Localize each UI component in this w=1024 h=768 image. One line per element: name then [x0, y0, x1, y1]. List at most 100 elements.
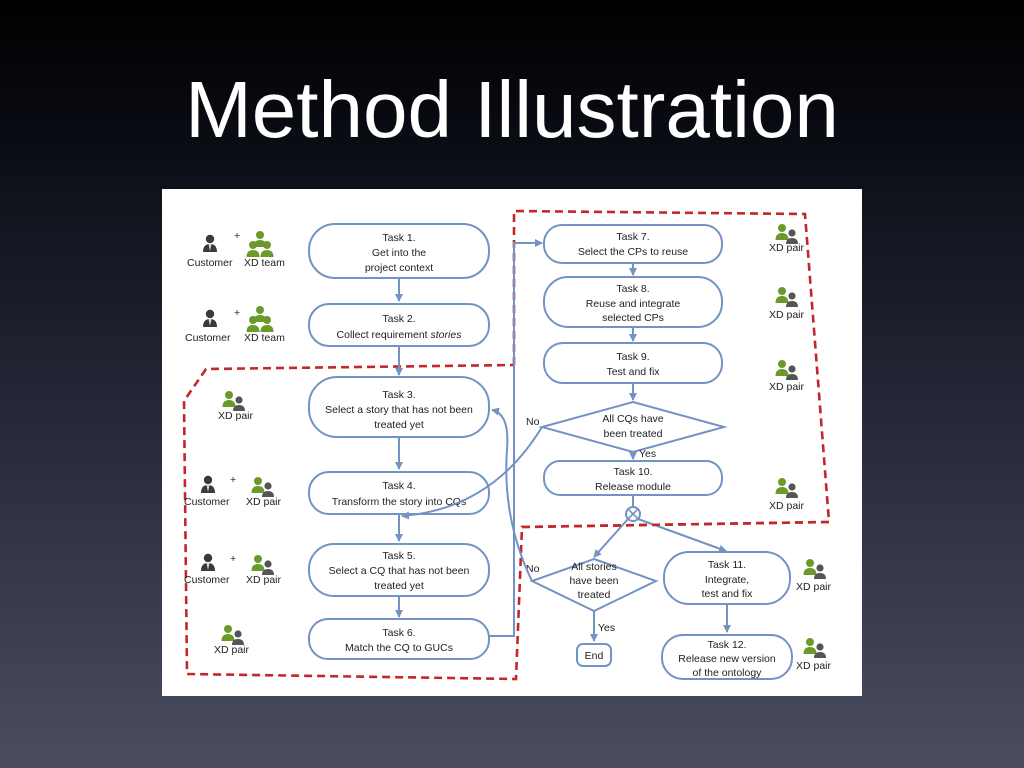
svg-text:End: End — [585, 650, 604, 662]
actor-group-task-10: XD pair — [769, 478, 805, 512]
actor-group-task-9: XD pair — [769, 360, 805, 393]
xd-pair-icon — [775, 287, 798, 307]
actor-group-task-3: XD pair — [218, 391, 254, 422]
label-no-stories: No — [526, 563, 540, 575]
svg-text:XD pair: XD pair — [769, 309, 805, 321]
svg-text:Select a CQ that has not been: Select a CQ that has not been — [329, 565, 470, 577]
svg-text:Customer: Customer — [184, 574, 230, 586]
svg-text:Task 6.: Task 6. — [382, 627, 415, 639]
svg-text:All stories: All stories — [571, 561, 617, 573]
svg-text:Collect requirement stories: Collect requirement stories — [337, 329, 463, 341]
task-6[interactable]: Task 6. Match the CQ to GUCs — [308, 618, 490, 660]
actor-group-task-6: XD pair — [214, 625, 250, 656]
actor-group-task-7: XD pair — [769, 224, 805, 254]
merge-node — [625, 506, 641, 522]
svg-text:XD pair: XD pair — [769, 381, 805, 393]
svg-text:Release new version: Release new version — [678, 653, 776, 665]
task-5[interactable]: Task 5. Select a CQ that has not been tr… — [308, 543, 490, 597]
arrow-merge-d2 — [593, 518, 629, 558]
svg-text:Task 4.: Task 4. — [382, 480, 415, 492]
svg-text:+: + — [230, 474, 236, 486]
task-11[interactable]: Task 11. Integrate, test and fix — [663, 551, 791, 605]
svg-text:Task 12.: Task 12. — [707, 639, 746, 651]
svg-text:have been: have been — [569, 575, 618, 587]
xd-pair-icon — [251, 477, 274, 497]
xd-pair-icon — [775, 360, 798, 380]
svg-text:been treated: been treated — [604, 428, 663, 440]
iteration-boundary-upper — [182, 209, 831, 681]
svg-text:Test and fix: Test and fix — [606, 366, 660, 378]
arrow-d2-no-to-3 — [491, 407, 533, 582]
task-4[interactable]: Task 4. Transform the story into CQs — [308, 471, 490, 515]
svg-text:XD team: XD team — [244, 257, 285, 269]
svg-text:Customer: Customer — [184, 496, 230, 508]
actor-group-task-11: XD pair — [796, 559, 832, 593]
task-9[interactable]: Task 9. Test and fix — [543, 342, 723, 384]
svg-text:All CQs have: All CQs have — [602, 413, 663, 425]
svg-text:XD pair: XD pair — [214, 644, 250, 656]
svg-text:Task 8.: Task 8. — [616, 283, 649, 295]
svg-text:project context: project context — [365, 262, 433, 274]
svg-text:treated: treated — [578, 589, 611, 601]
customer-icon — [203, 309, 217, 327]
svg-text:XD pair: XD pair — [769, 500, 805, 512]
svg-text:Task 9.: Task 9. — [616, 351, 649, 363]
slide-title: Method Illustration — [185, 65, 839, 154]
task-3[interactable]: Task 3. Select a story that has not been… — [308, 376, 490, 438]
xd-pair-icon — [803, 638, 826, 658]
svg-text:XD pair: XD pair — [796, 660, 832, 672]
svg-text:+: + — [234, 230, 240, 242]
xd-team-icon — [246, 306, 274, 332]
svg-text:XD pair: XD pair — [218, 410, 254, 422]
svg-text:Select the CPs to reuse: Select the CPs to reuse — [578, 246, 688, 258]
task-2[interactable]: Task 2. Collect requirement stories — [308, 303, 490, 347]
xd-pair-icon — [251, 555, 274, 575]
svg-text:Task 7.: Task 7. — [616, 231, 649, 243]
actor-group-task-2: + Customer XD team — [185, 306, 285, 344]
xd-pair-icon — [222, 391, 245, 411]
iteration-boundary-lower — [521, 520, 830, 529]
svg-text:treated yet: treated yet — [374, 580, 424, 592]
arrow-d1-no-to-5 — [401, 426, 543, 520]
task-12[interactable]: Task 12. Release new version of the onto… — [661, 634, 793, 680]
svg-text:XD pair: XD pair — [246, 496, 282, 508]
svg-text:XD pair: XD pair — [796, 581, 832, 593]
task-10[interactable]: Task 10. Release module — [543, 460, 723, 496]
task-1[interactable]: Task 1. Get into the project context — [308, 223, 490, 279]
svg-text:Task 5.: Task 5. — [382, 550, 415, 562]
svg-text:selected CPs: selected CPs — [602, 312, 664, 324]
customer-icon — [201, 475, 215, 493]
svg-text:Match the CQ to GUCs: Match the CQ to GUCs — [345, 642, 453, 654]
svg-text:Select a story that has not be: Select a story that has not been — [325, 404, 473, 416]
actor-group-task-8: XD pair — [769, 287, 805, 321]
label-yes-stories: Yes — [598, 622, 615, 634]
end-node[interactable]: End — [576, 643, 612, 667]
svg-text:treated yet: treated yet — [374, 419, 424, 431]
svg-text:Transform the story into CQs: Transform the story into CQs — [332, 496, 466, 508]
method-flowchart: Task 1. Get into the project context Tas… — [182, 209, 832, 681]
svg-text:+: + — [234, 307, 240, 319]
xd-pair-icon — [803, 559, 826, 579]
svg-text:Integrate,: Integrate, — [705, 574, 749, 586]
arrow-6-7 — [489, 239, 543, 637]
svg-text:Task 10.: Task 10. — [613, 466, 652, 478]
svg-text:Customer: Customer — [187, 257, 233, 269]
actor-group-task-12: XD pair — [796, 638, 832, 672]
actor-group-task-4: + Customer XD pair — [184, 474, 282, 508]
xd-team-icon — [246, 231, 274, 257]
method-diagram-panel: Task 1. Get into the project context Tas… — [162, 189, 862, 696]
decision-all-cqs-treated[interactable]: All CQs have been treated — [538, 400, 728, 454]
svg-text:test and fix: test and fix — [702, 588, 754, 600]
svg-text:Task 1.: Task 1. — [382, 232, 415, 244]
svg-text:XD pair: XD pair — [246, 574, 282, 586]
svg-text:Customer: Customer — [185, 332, 231, 344]
svg-text:Reuse and integrate: Reuse and integrate — [586, 298, 681, 310]
svg-text:XD pair: XD pair — [769, 242, 805, 254]
decision-all-stories-treated[interactable]: All stories have been treated — [529, 557, 659, 613]
svg-text:Task 3.: Task 3. — [382, 389, 415, 401]
xd-pair-icon — [221, 625, 244, 645]
task-7[interactable]: Task 7. Select the CPs to reuse — [543, 224, 723, 264]
svg-text:Task 11.: Task 11. — [708, 559, 746, 571]
customer-icon — [201, 553, 215, 571]
task-8[interactable]: Task 8. Reuse and integrate selected CPs — [543, 276, 723, 328]
